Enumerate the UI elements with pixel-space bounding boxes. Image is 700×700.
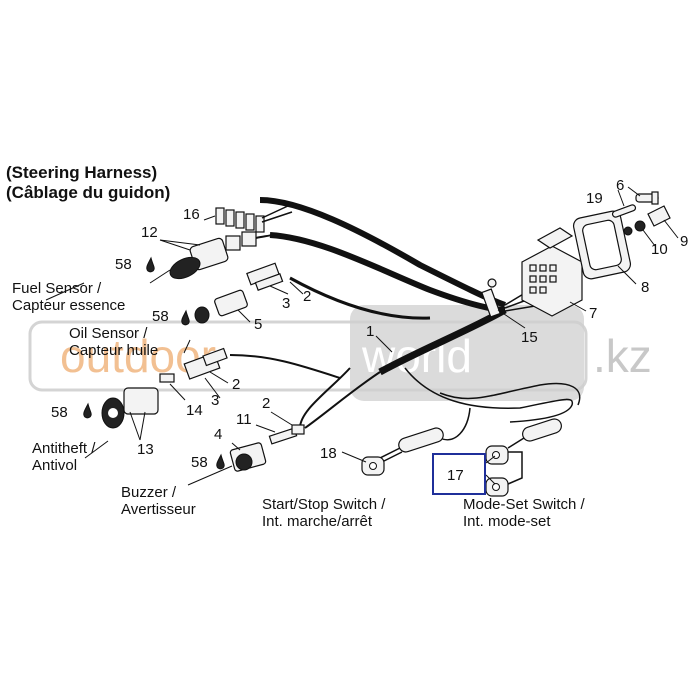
connector-2-3-upper bbox=[246, 262, 284, 291]
callout-16: 16 bbox=[183, 206, 200, 223]
callout-5: 5 bbox=[254, 316, 262, 333]
buzzer-connector bbox=[229, 442, 267, 472]
watermark-part3: .kz bbox=[593, 330, 652, 382]
connector-gasket-8 bbox=[572, 210, 633, 280]
callout-2a: 2 bbox=[303, 288, 311, 305]
callout-58b: 58 bbox=[152, 308, 169, 325]
mode-set-label-en: Mode-Set Switch / bbox=[463, 496, 586, 513]
callout-1: 1 bbox=[366, 323, 374, 340]
component-labels: Fuel Sensor / Capteur essence Oil Sensor… bbox=[12, 280, 586, 530]
callout-2b: 2 bbox=[232, 376, 240, 393]
watermark: outdoor world .kz bbox=[28, 305, 652, 401]
callout-10: 10 bbox=[651, 241, 668, 258]
fuel-sensor-label-fr: Capteur essence bbox=[12, 297, 125, 314]
fuel-sensor-label-en: Fuel Sensor / bbox=[12, 280, 102, 297]
callout-3b: 3 bbox=[211, 392, 219, 409]
lubricant-drop-icons bbox=[83, 256, 225, 470]
drop-icon bbox=[146, 256, 155, 273]
callout-4: 4 bbox=[214, 426, 222, 443]
main-connector-7 bbox=[521, 227, 583, 317]
start-stop-label-en: Start/Stop Switch / bbox=[262, 496, 386, 513]
callout-numbers: 1 2 2 2 3 3 4 5 6 7 8 9 10 11 12 13 14 1… bbox=[51, 177, 688, 484]
antitheft-label-en: Antitheft / bbox=[32, 440, 96, 457]
fuel-sensor-connector bbox=[169, 231, 276, 280]
callout-9: 9 bbox=[680, 233, 688, 250]
start-stop-label-fr: Int. marche/arrêt bbox=[262, 513, 373, 530]
leader-lines bbox=[45, 186, 679, 486]
callout-19: 19 bbox=[586, 190, 603, 207]
callout-58a: 58 bbox=[115, 256, 132, 273]
callout-2c: 2 bbox=[262, 395, 270, 412]
mode-set-label-fr: Int. mode-set bbox=[463, 513, 551, 530]
connector-11 bbox=[268, 424, 305, 445]
callout-18: 18 bbox=[320, 445, 337, 462]
oil-sensor-label-en: Oil Sensor / bbox=[69, 325, 148, 342]
callout-6: 6 bbox=[616, 177, 624, 194]
oil-sensor-connector bbox=[194, 289, 248, 324]
drop-icon bbox=[181, 309, 190, 326]
antitheft-label-fr: Antivol bbox=[32, 457, 77, 474]
title-french: (Câblage du guidon) bbox=[6, 183, 170, 202]
mode-set-switch bbox=[485, 418, 562, 497]
pins-16 bbox=[215, 204, 293, 233]
start-stop-switch bbox=[361, 427, 444, 476]
callout-3a: 3 bbox=[282, 295, 290, 312]
tie-strap bbox=[481, 288, 501, 318]
buzzer-label-fr: Avertisseur bbox=[121, 501, 196, 518]
antitheft-connector bbox=[101, 387, 159, 429]
drop-icon bbox=[216, 453, 225, 470]
callout-58c: 58 bbox=[51, 404, 68, 421]
oil-sensor-label-fr: Capteur huile bbox=[69, 342, 158, 359]
callout-17: 17 bbox=[447, 467, 464, 484]
callout-58d: 58 bbox=[191, 454, 208, 471]
callout-12: 12 bbox=[141, 224, 158, 241]
callout-8: 8 bbox=[641, 279, 649, 296]
connector-14 bbox=[159, 347, 228, 383]
callout-7: 7 bbox=[589, 305, 597, 322]
callout-13: 13 bbox=[137, 441, 154, 458]
highlight-box-17 bbox=[432, 453, 486, 495]
drop-icon bbox=[83, 402, 92, 419]
callout-11: 11 bbox=[236, 411, 252, 428]
title-english: (Steering Harness) bbox=[6, 163, 157, 182]
callout-14: 14 bbox=[186, 402, 203, 419]
fastener-hardware bbox=[611, 191, 671, 232]
callout-15: 15 bbox=[521, 329, 538, 346]
buzzer-label-en: Buzzer / bbox=[121, 484, 177, 501]
